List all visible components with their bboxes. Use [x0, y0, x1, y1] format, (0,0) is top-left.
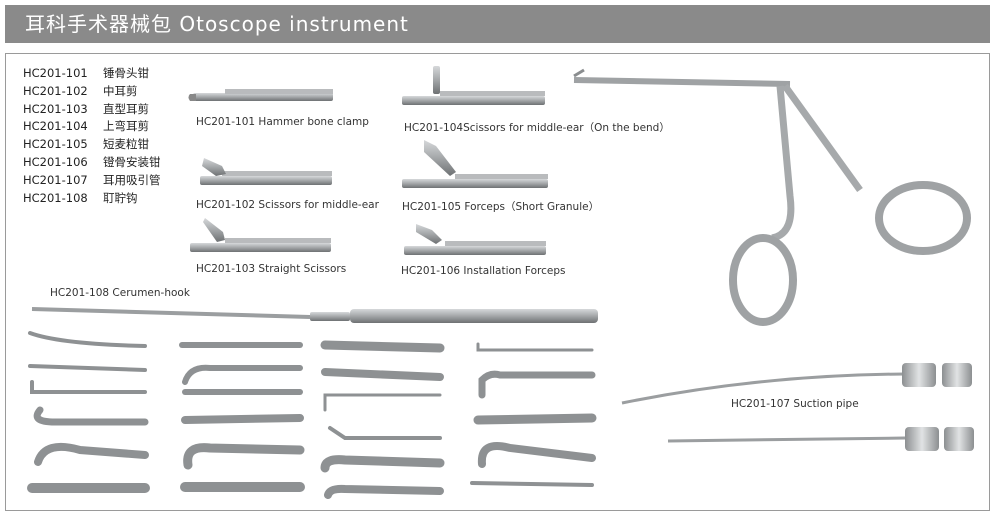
catalog-panel [5, 53, 990, 511]
code-number: HC201-105 [23, 137, 88, 152]
suction-pipe-image [621, 363, 974, 451]
code-name: 耵聍钩 [103, 190, 138, 205]
middle-ear-bend-scissors-image [402, 66, 545, 105]
code-number: HC201-108 [23, 190, 88, 205]
code-row: HC201-104 上弯耳剪 [23, 118, 161, 136]
label-hc201-105: HC201-105 Forceps（Short Granule） [402, 201, 600, 213]
code-row: HC201-102 中耳剪 [23, 83, 161, 101]
code-number: HC201-106 [23, 154, 88, 169]
label-hc201-108: HC201-108 Cerumen-hook [50, 287, 190, 299]
code-number: HC201-104 [23, 119, 88, 134]
code-name: 短麦粒钳 [103, 137, 149, 152]
code-row: HC201-108 耵聍钩 [23, 190, 161, 208]
code-row: HC201-103 直型耳剪 [23, 101, 161, 119]
tip-variants-grid [27, 331, 597, 499]
label-hc201-104: HC201-104Scissors for middle-ear（On the … [404, 122, 670, 134]
label-hc201-103: HC201-103 Straight Scissors [196, 263, 347, 275]
short-granule-forceps-image [402, 140, 548, 188]
code-number: HC201-107 [23, 172, 88, 187]
code-name: 中耳剪 [103, 83, 138, 98]
code-row: HC201-105 短麦粒钳 [23, 136, 161, 154]
title-bar: 耳科手术器械包 Otoscope instrument [5, 5, 990, 43]
code-number: HC201-103 [23, 101, 88, 116]
straight-scissors-image [190, 218, 331, 252]
label-hc201-106: HC201-106 Installation Forceps [401, 265, 566, 277]
installation-forceps-image [404, 224, 546, 255]
code-row: HC201-107 耳用吸引管 [23, 172, 161, 190]
label-hc201-102: HC201-102 Scissors for middle-ear [196, 199, 379, 211]
label-hc201-101: HC201-101 Hammer bone clamp [196, 116, 369, 128]
code-row: HC201-106 镫骨安装钳 [23, 154, 161, 172]
page-title: 耳科手术器械包 Otoscope instrument [25, 12, 409, 36]
bend-scissors-large-image [573, 68, 971, 326]
code-name: 耳用吸引管 [103, 172, 161, 187]
code-name: 镫骨安装钳 [103, 154, 161, 169]
code-row: HC201-101 锤骨头钳 [23, 65, 161, 83]
code-number: HC201-101 [23, 66, 88, 80]
cerumen-hook-image [31, 307, 598, 323]
label-hc201-107: HC201-107 Suction pipe [731, 398, 859, 410]
code-list: HC201-101 锤骨头钳 HC201-102 中耳剪 HC201-103 直型耳剪… [23, 65, 161, 207]
middle-ear-scissors-image [200, 158, 332, 185]
hammer-bone-clamp-image [188, 89, 333, 101]
code-number: HC201-102 [23, 83, 88, 98]
code-name: 锤骨头钳 [103, 66, 149, 80]
code-name: 直型耳剪 [103, 101, 149, 116]
code-name: 上弯耳剪 [103, 119, 149, 134]
